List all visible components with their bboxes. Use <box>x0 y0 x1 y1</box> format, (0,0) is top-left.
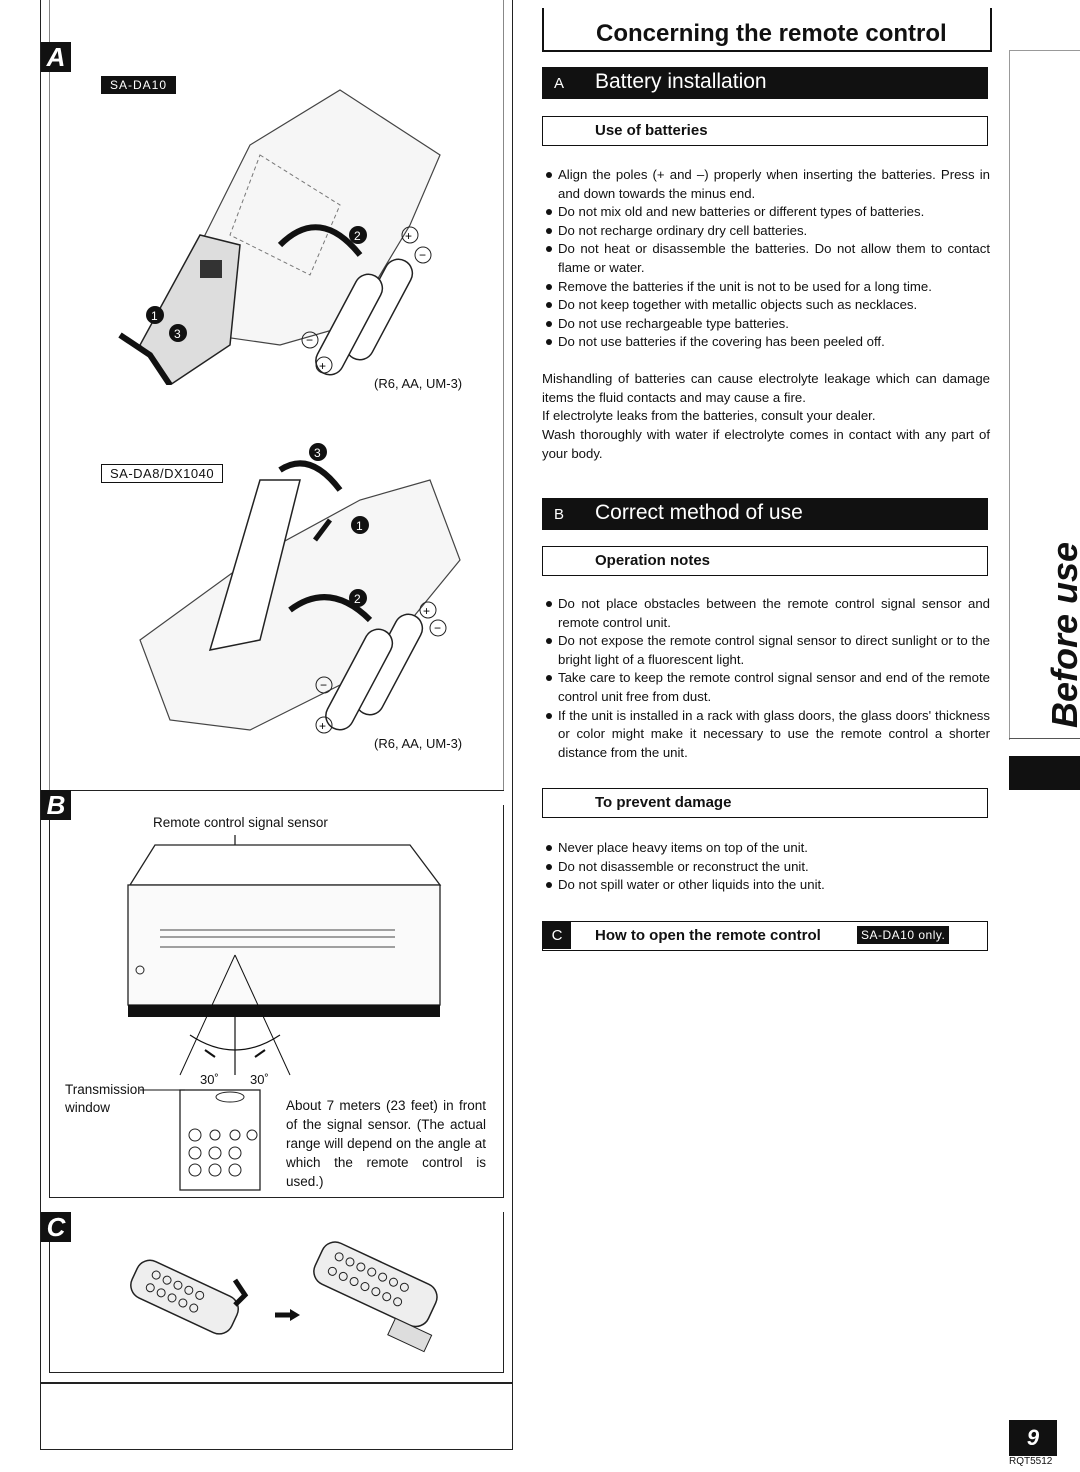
section-b-marker: B <box>41 790 71 820</box>
operation-bullets: Do not place obstacles between the remot… <box>542 595 990 762</box>
svg-text:1: 1 <box>151 309 158 323</box>
section-b-heading: Correct method of use <box>595 501 803 524</box>
sensor-label: Remote control signal sensor <box>153 815 328 830</box>
svg-text:−: − <box>434 621 441 635</box>
remote-open-illustration <box>130 1241 438 1353</box>
use-of-batteries-box: Use of batteries <box>542 116 988 146</box>
svg-text:+: + <box>423 604 430 618</box>
receiver-range-illustration <box>127 835 442 1191</box>
list-item: Never place heavy items on top of the un… <box>542 839 990 858</box>
section-c-header: C How to open the remote control SA-DA10… <box>542 921 988 951</box>
battery-type-caption-bottom: (R6, AA, UM-3) <box>374 736 463 751</box>
angle-left-label: 30˚ <box>200 1072 219 1087</box>
list-item: Do not keep together with metallic objec… <box>542 296 990 315</box>
section-c-letter: C <box>543 922 571 949</box>
battery-warning-2: If electrolyte leaks from the batteries,… <box>542 408 876 423</box>
damage-bullets: Never place heavy items on top of the un… <box>542 839 990 895</box>
operation-notes-heading: Operation notes <box>595 552 711 569</box>
svg-text:+: + <box>405 229 412 243</box>
section-c-model-tag: SA-DA10 only. <box>857 926 950 944</box>
tab-marker <box>1009 756 1080 790</box>
page-number: 9 <box>1009 1420 1057 1456</box>
svg-text:3: 3 <box>314 446 321 460</box>
window-label: window <box>65 1100 111 1115</box>
list-item: Take care to keep the remote control sig… <box>542 669 990 706</box>
operation-notes-box: Operation notes <box>542 546 988 576</box>
section-c-heading: How to open the remote control <box>595 927 821 944</box>
svg-text:2: 2 <box>354 592 361 606</box>
list-item: Do not use rechargeable type batteries. <box>542 315 990 334</box>
section-tab-label: Before use <box>1044 541 1080 729</box>
list-item: If the unit is installed in a rack with … <box>542 707 990 763</box>
battery-install-illustration-top: 1 3 2 + − − + <box>118 89 441 385</box>
section-b-header: B Correct method of use <box>542 498 988 530</box>
use-of-batteries-heading: Use of batteries <box>595 122 708 139</box>
battery-type-caption-top: (R6, AA, UM-3) <box>374 376 463 391</box>
section-tab-before-use: Before use <box>1040 528 1080 738</box>
svg-text:2: 2 <box>354 229 361 243</box>
list-item: Align the poles (+ and –) properly when … <box>542 166 990 203</box>
transmission-label: Transmission <box>65 1082 145 1097</box>
list-item: Do not heat or disassemble the batteries… <box>542 240 990 277</box>
list-item: Do not recharge ordinary dry cell batter… <box>542 222 990 241</box>
list-item: Do not use batteries if the covering has… <box>542 333 990 352</box>
svg-text:+: + <box>319 719 326 733</box>
section-a-letter: A <box>554 75 565 92</box>
section-c-marker: C <box>41 1212 71 1242</box>
page-title: Concerning the remote control <box>596 20 947 47</box>
svg-text:−: − <box>419 248 426 262</box>
battery-warning-1: Mishandling of batteries can cause elect… <box>542 371 990 405</box>
list-item: Do not mix old and new batteries or diff… <box>542 203 990 222</box>
battery-install-illustration-bottom: 3 1 2 + − − + <box>139 443 461 734</box>
list-item: Remove the batteries if the unit is not … <box>542 278 990 297</box>
range-description: About 7 meters (23 feet) in front of the… <box>286 1098 486 1189</box>
model-tag-sa-da8: SA-DA8/DX1040 <box>101 464 224 483</box>
angle-right-label: 30˚ <box>250 1072 269 1087</box>
section-a-header: A Battery installation <box>542 67 988 99</box>
svg-text:+: + <box>319 359 326 373</box>
section-b-letter: B <box>554 506 565 523</box>
list-item: Do not place obstacles between the remot… <box>542 595 990 632</box>
list-item: Do not spill water or other liquids into… <box>542 876 990 895</box>
section-a-marker: A <box>41 42 71 72</box>
list-item: Do not disassemble or reconstruct the un… <box>542 858 990 877</box>
battery-warning-3: Wash thoroughly with water if electrolyt… <box>542 427 990 461</box>
svg-text:−: − <box>320 678 327 692</box>
page-title-box: Concerning the remote control <box>542 8 992 52</box>
document-code: RQT5512 <box>1009 1456 1053 1467</box>
svg-text:−: − <box>306 333 313 347</box>
battery-bullets: Align the poles (+ and –) properly when … <box>542 166 990 352</box>
prevent-damage-heading: To prevent damage <box>595 794 732 811</box>
prevent-damage-box: To prevent damage <box>542 788 988 818</box>
model-tag-sa-da10: SA-DA10 <box>101 76 177 94</box>
svg-text:1: 1 <box>356 519 363 533</box>
section-a-heading: Battery installation <box>595 70 767 93</box>
list-item: Do not expose the remote control signal … <box>542 632 990 669</box>
svg-text:3: 3 <box>174 327 181 341</box>
